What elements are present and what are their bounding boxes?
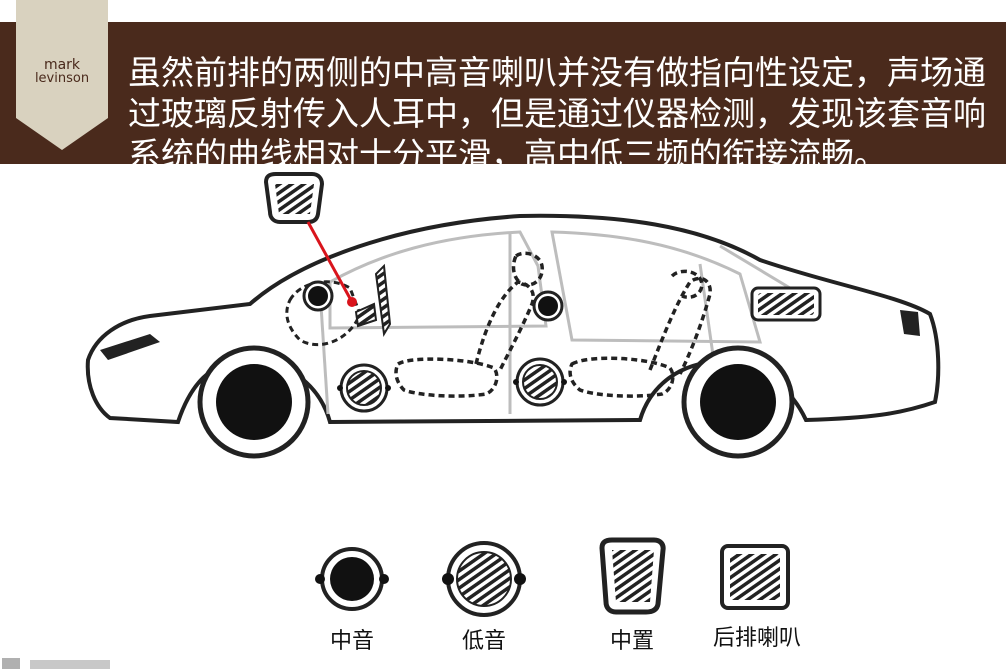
car-speaker-diagram xyxy=(85,172,941,617)
midrange-speaker-icon xyxy=(315,547,389,611)
rear-seat xyxy=(568,269,712,398)
center-speaker-icon xyxy=(599,537,666,615)
woofer-speaker-icon xyxy=(442,541,526,617)
rear-woofer-speaker xyxy=(513,357,567,407)
headlight xyxy=(100,334,160,360)
front-wheel xyxy=(197,345,311,459)
brand-logo: mark levinson xyxy=(20,58,104,86)
rear-speaker-icon xyxy=(720,544,790,610)
rear-midrange-speaker xyxy=(532,290,564,322)
brand-logo-tag xyxy=(16,0,108,150)
rear-window xyxy=(550,230,763,344)
legend-label-rear: 后排喇叭 xyxy=(712,626,801,651)
legend-label-midrange: 中音 xyxy=(329,629,374,654)
legend-label-woofer: 低音 xyxy=(461,629,506,654)
brand-logo-line1: mark xyxy=(43,57,81,73)
rear-shelf-speaker xyxy=(750,286,822,322)
caption-banner: 虽然前排的两侧的中高音喇叭并没有做指向性设定，声场通过玻璃反射传入人耳中，但是通… xyxy=(0,22,1006,174)
brand-logo-line2: levinson xyxy=(34,71,90,86)
front-midrange-speaker xyxy=(302,280,334,312)
legend-label-center: 中置 xyxy=(609,629,654,654)
front-window xyxy=(328,230,548,330)
watermark xyxy=(2,658,110,669)
rear-wheel xyxy=(681,345,795,459)
steering-wheel xyxy=(374,263,392,337)
tail-light xyxy=(900,310,920,336)
center-speaker-callout xyxy=(263,172,357,307)
caption-text: 虽然前排的两侧的中高音喇叭并没有做指向性设定，声场通过玻璃反射传入人耳中，但是通… xyxy=(128,53,986,174)
front-seat xyxy=(394,251,544,398)
front-woofer-speaker xyxy=(337,363,391,413)
